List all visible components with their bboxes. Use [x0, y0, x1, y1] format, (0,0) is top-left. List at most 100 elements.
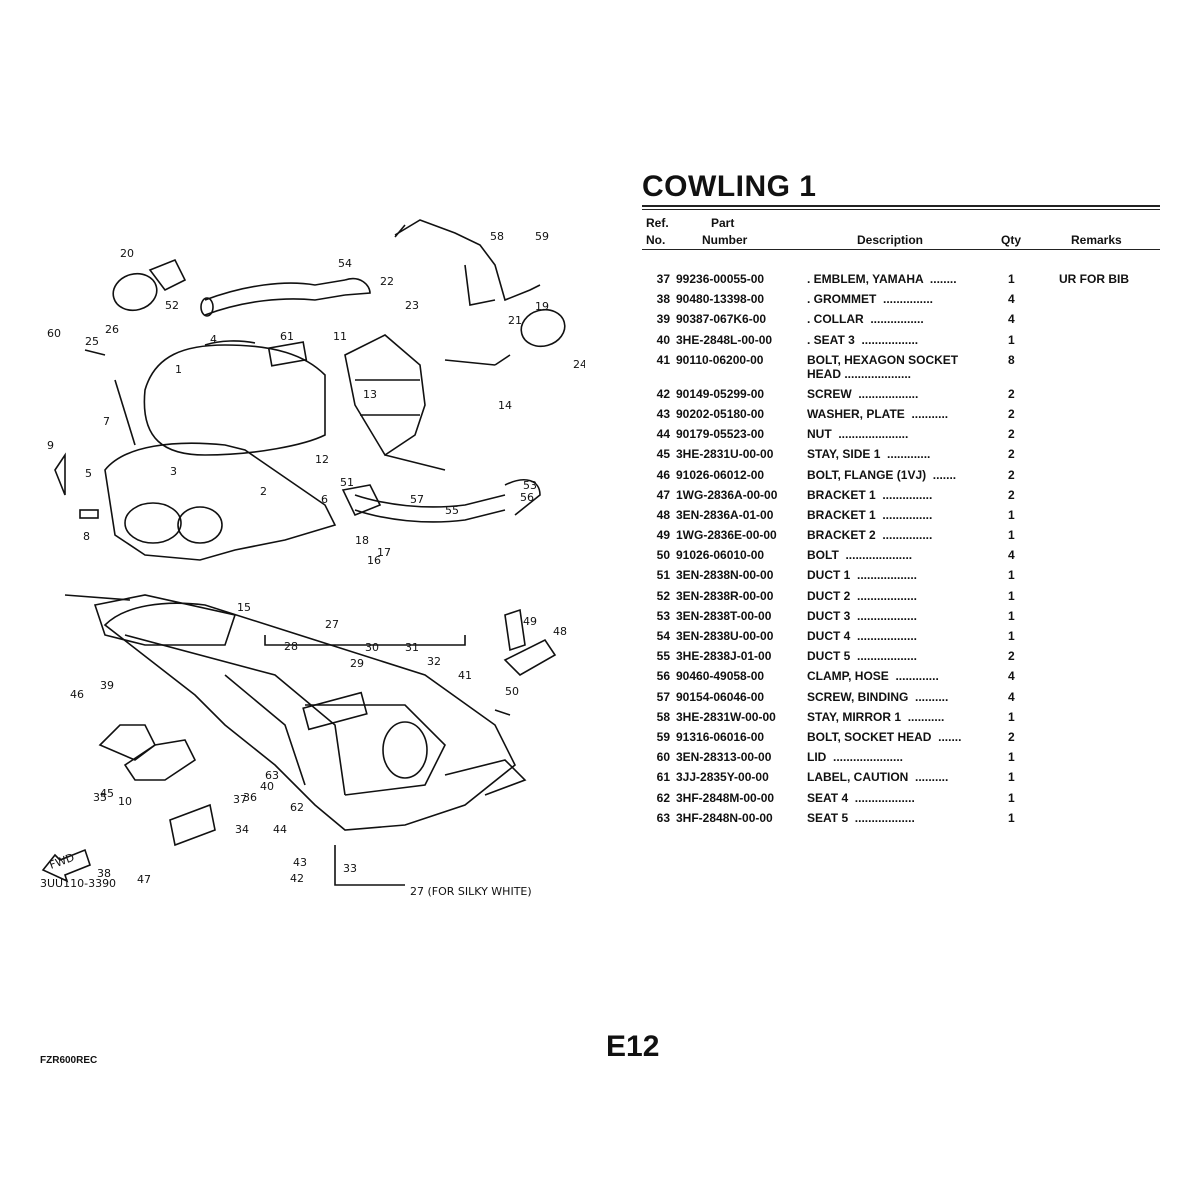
callout-number: 2	[260, 485, 267, 498]
part-number-cell: 3EN-2838U-00-00	[676, 629, 774, 643]
qty-cell: 2	[1008, 467, 1015, 482]
ref-cell: 51	[656, 568, 670, 583]
silky-white-note: 27 (FOR SILKY WHITE)	[410, 885, 532, 898]
ref-cell: 48	[656, 507, 670, 522]
part-number-cell: 91026-06010-00	[676, 548, 765, 563]
part-number-cell: 91316-06016-00	[676, 729, 765, 744]
description-cell: STAY, SIDE 1 .............	[807, 447, 931, 462]
description-cell: LABEL, CAUTION ..........	[807, 770, 949, 785]
callout-number: 44	[273, 823, 287, 836]
callout-number: 10	[118, 795, 132, 808]
qty-cell: 4	[1008, 312, 1015, 327]
callout-number: 60	[47, 327, 61, 340]
callout-number: 28	[284, 640, 298, 653]
part-number-cell: 3JJ-2835Y-00-00	[676, 770, 769, 785]
callout-number: 3	[170, 465, 177, 478]
qty-cell: 1	[1008, 629, 1015, 643]
callout-number: 46	[70, 688, 84, 701]
callout-number: 33	[343, 862, 357, 875]
part-number-cell: 3EN-2838R-00-00	[676, 588, 774, 603]
callout-number: 7	[103, 415, 110, 428]
header-description: Description	[857, 233, 924, 247]
ref-cell: 49	[656, 528, 670, 543]
qty-cell: 1	[1008, 507, 1015, 522]
callout-number: 37	[233, 793, 247, 806]
callout-number: 14	[498, 399, 512, 412]
callout-number: 21	[508, 314, 522, 327]
callout-number: 30	[365, 641, 379, 654]
callout-number: 59	[535, 230, 549, 243]
description-cell: BOLT, HEXAGON SOCKET HEAD ..............…	[807, 352, 959, 381]
description-cell: SEAT 4 ..................	[807, 790, 915, 805]
part-number-cell: 3HF-2848M-00-00	[676, 790, 775, 805]
callout-number: 23	[405, 299, 419, 312]
header-remarks: Remarks	[1071, 233, 1122, 247]
description-cell: BRACKET 2 ...............	[807, 528, 933, 543]
ref-cell: 59	[656, 729, 670, 744]
callout-number: 22	[380, 275, 394, 288]
description-cell: DUCT 5 ..................	[807, 649, 918, 664]
qty-cell: 1	[1008, 568, 1015, 583]
callout-number: 13	[363, 388, 377, 401]
qty-cell: 4	[1008, 548, 1015, 563]
part-number-cell: 3EN-2838T-00-00	[676, 608, 772, 623]
callout-number: 51	[340, 476, 354, 489]
callout-number: 52	[165, 299, 179, 312]
description-cell: WASHER, PLATE ...........	[807, 406, 949, 421]
title-rule-thin	[642, 209, 1160, 210]
title-rule	[642, 205, 1160, 207]
callout-number: 26	[105, 323, 119, 336]
callout-number: 1	[175, 363, 182, 376]
callout-number: 27	[325, 618, 339, 631]
callout-number: 53	[523, 479, 537, 492]
header-ref-line1: Ref.	[646, 216, 669, 230]
callout-number: 45	[100, 787, 114, 800]
description-cell: DUCT 4 ..................	[807, 629, 918, 643]
ref-cell: 63	[656, 810, 670, 825]
ref-cell: 61	[656, 770, 670, 785]
callout-number: 12	[315, 453, 329, 466]
description-cell: . COLLAR ................	[807, 312, 924, 327]
ref-cell: 57	[656, 689, 670, 704]
description-cell: SCREW ..................	[807, 386, 919, 401]
qty-cell: 1	[1008, 709, 1015, 724]
table-row: 59 91316-06016-00 BOLT, SOCKET HEAD ......…	[642, 728, 1160, 748]
callout-number: 49	[523, 615, 537, 628]
ref-cell: 43	[656, 406, 670, 421]
description-cell: BOLT, SOCKET HEAD .......	[807, 729, 962, 744]
part-number-cell: 3HF-2848N-00-00	[676, 810, 773, 825]
ref-cell: 44	[656, 427, 670, 442]
description-cell: . SEAT 3 .................	[807, 332, 919, 347]
description-cell: CLAMP, HOSE .............	[807, 669, 939, 684]
qty-cell: 1	[1008, 810, 1015, 825]
ref-cell: 53	[656, 608, 670, 623]
part-number-cell: 90110-06200-00	[676, 352, 764, 367]
qty-cell: 8	[1008, 352, 1015, 367]
qty-cell: 1	[1008, 770, 1015, 785]
header-ref-line2: No.	[646, 233, 666, 247]
callout-number: 63	[265, 769, 279, 782]
part-number-cell: 90154-06046-00	[676, 689, 765, 704]
qty-cell: 1	[1008, 750, 1015, 765]
description-cell: STAY, MIRROR 1 ...........	[807, 709, 945, 724]
ref-cell: 41	[656, 352, 670, 367]
callout-number: 20	[120, 247, 134, 260]
ref-cell: 62	[656, 790, 670, 805]
ref-cell: 45	[656, 447, 670, 462]
callout-number: 42	[290, 872, 304, 885]
qty-cell: 1	[1008, 608, 1015, 623]
qty-cell: 4	[1008, 689, 1015, 704]
page-code: E12	[606, 1030, 660, 1063]
fwd-label: FWD	[48, 851, 77, 872]
